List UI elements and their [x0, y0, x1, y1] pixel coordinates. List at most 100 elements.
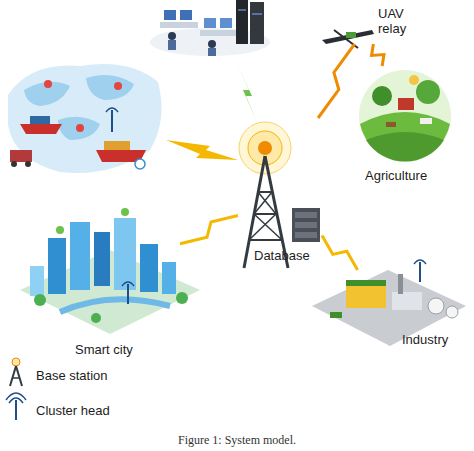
wireless-link — [236, 62, 257, 122]
legend-label: Cluster head — [36, 403, 110, 418]
land — [58, 117, 100, 140]
node-label: Smart city — [75, 342, 175, 357]
operator — [208, 40, 216, 48]
rooftop-garden — [56, 226, 64, 234]
containers — [104, 141, 130, 150]
cow — [420, 118, 432, 124]
signal-ring — [12, 358, 20, 366]
port-map — [8, 64, 162, 173]
building — [48, 238, 66, 294]
containers — [30, 116, 50, 124]
sea — [8, 64, 162, 173]
drone-body — [322, 30, 374, 44]
smart-city-node: Smart city — [15, 210, 180, 358]
lightning-line — [322, 236, 358, 270]
land — [86, 75, 134, 100]
tree — [34, 294, 46, 306]
tower-brace — [12, 377, 20, 379]
legend-label: Base station — [36, 368, 108, 383]
server-slot — [295, 212, 317, 218]
cargo-ship — [20, 124, 62, 134]
smart-city-scene — [20, 208, 200, 334]
antenna-mast — [127, 284, 129, 304]
location-pin — [114, 82, 122, 90]
lightning-line — [318, 44, 355, 118]
tree — [176, 292, 188, 304]
antenna-wave — [6, 393, 26, 400]
tower-brace — [258, 192, 276, 214]
drone-pod — [346, 32, 356, 38]
monitor — [204, 18, 216, 28]
chimney — [398, 274, 403, 294]
tower-brace — [249, 214, 276, 240]
river — [60, 299, 170, 312]
tower-brace — [254, 213, 276, 215]
factory-hall — [346, 286, 386, 308]
antenna-mast — [15, 400, 17, 420]
antenna-wave — [106, 108, 118, 112]
rooftop-garden — [121, 208, 129, 216]
wireless-link — [180, 215, 238, 243]
rack-led — [238, 10, 246, 11]
desk — [160, 22, 198, 28]
cluster-head — [106, 108, 118, 132]
industry-node: Industry — [330, 270, 470, 352]
base-station-node: Database — [238, 118, 322, 272]
wireless-link — [322, 236, 358, 270]
tower-brace — [254, 192, 272, 214]
legend-base-station-sample — [10, 358, 22, 386]
server-rack — [236, 0, 248, 44]
building — [114, 218, 136, 290]
database-server — [292, 208, 320, 242]
tower-brace — [249, 239, 282, 241]
signal-core — [258, 141, 272, 155]
building — [140, 244, 158, 292]
monitor — [180, 10, 192, 20]
uav-relay-node: UAV relay — [318, 2, 412, 44]
wheel — [11, 161, 17, 167]
rack-led — [252, 14, 262, 15]
factory-roof — [346, 280, 386, 286]
signal-ring — [239, 122, 291, 174]
truck — [10, 150, 32, 162]
agriculture-node: Agriculture — [355, 66, 458, 188]
server-box — [292, 208, 320, 242]
base-station-tower — [239, 122, 291, 268]
node-label: Database — [254, 248, 324, 263]
server-slot — [295, 222, 317, 228]
desk — [200, 30, 238, 36]
control-center — [150, 0, 270, 56]
tower-brace — [254, 214, 282, 240]
sun — [409, 75, 419, 85]
storage-tank — [428, 298, 444, 314]
wireless-link — [372, 44, 384, 66]
antenna-wave — [122, 282, 134, 286]
server-rack — [250, 2, 264, 44]
monitor — [220, 18, 232, 28]
server-slot — [295, 232, 317, 238]
legend-cluster-head-sample — [6, 393, 26, 420]
uav-drone — [322, 30, 374, 48]
operator — [168, 32, 176, 40]
antenna-wave — [9, 398, 23, 403]
building — [94, 232, 110, 286]
node-label: Industry — [402, 332, 468, 347]
storage-tank — [446, 306, 458, 318]
node-label: Agriculture — [365, 168, 457, 183]
wheel — [25, 161, 31, 167]
cluster-head — [122, 282, 134, 304]
wireless-link — [166, 140, 238, 160]
clock-icon — [135, 159, 145, 169]
antenna-mast — [419, 262, 421, 282]
antenna-wave — [414, 260, 426, 264]
building — [70, 222, 90, 290]
field — [366, 132, 444, 162]
operator — [168, 40, 176, 50]
warehouse — [392, 292, 422, 310]
location-pin — [44, 80, 52, 88]
antenna-mast — [111, 110, 113, 132]
tower-leg — [10, 366, 16, 386]
